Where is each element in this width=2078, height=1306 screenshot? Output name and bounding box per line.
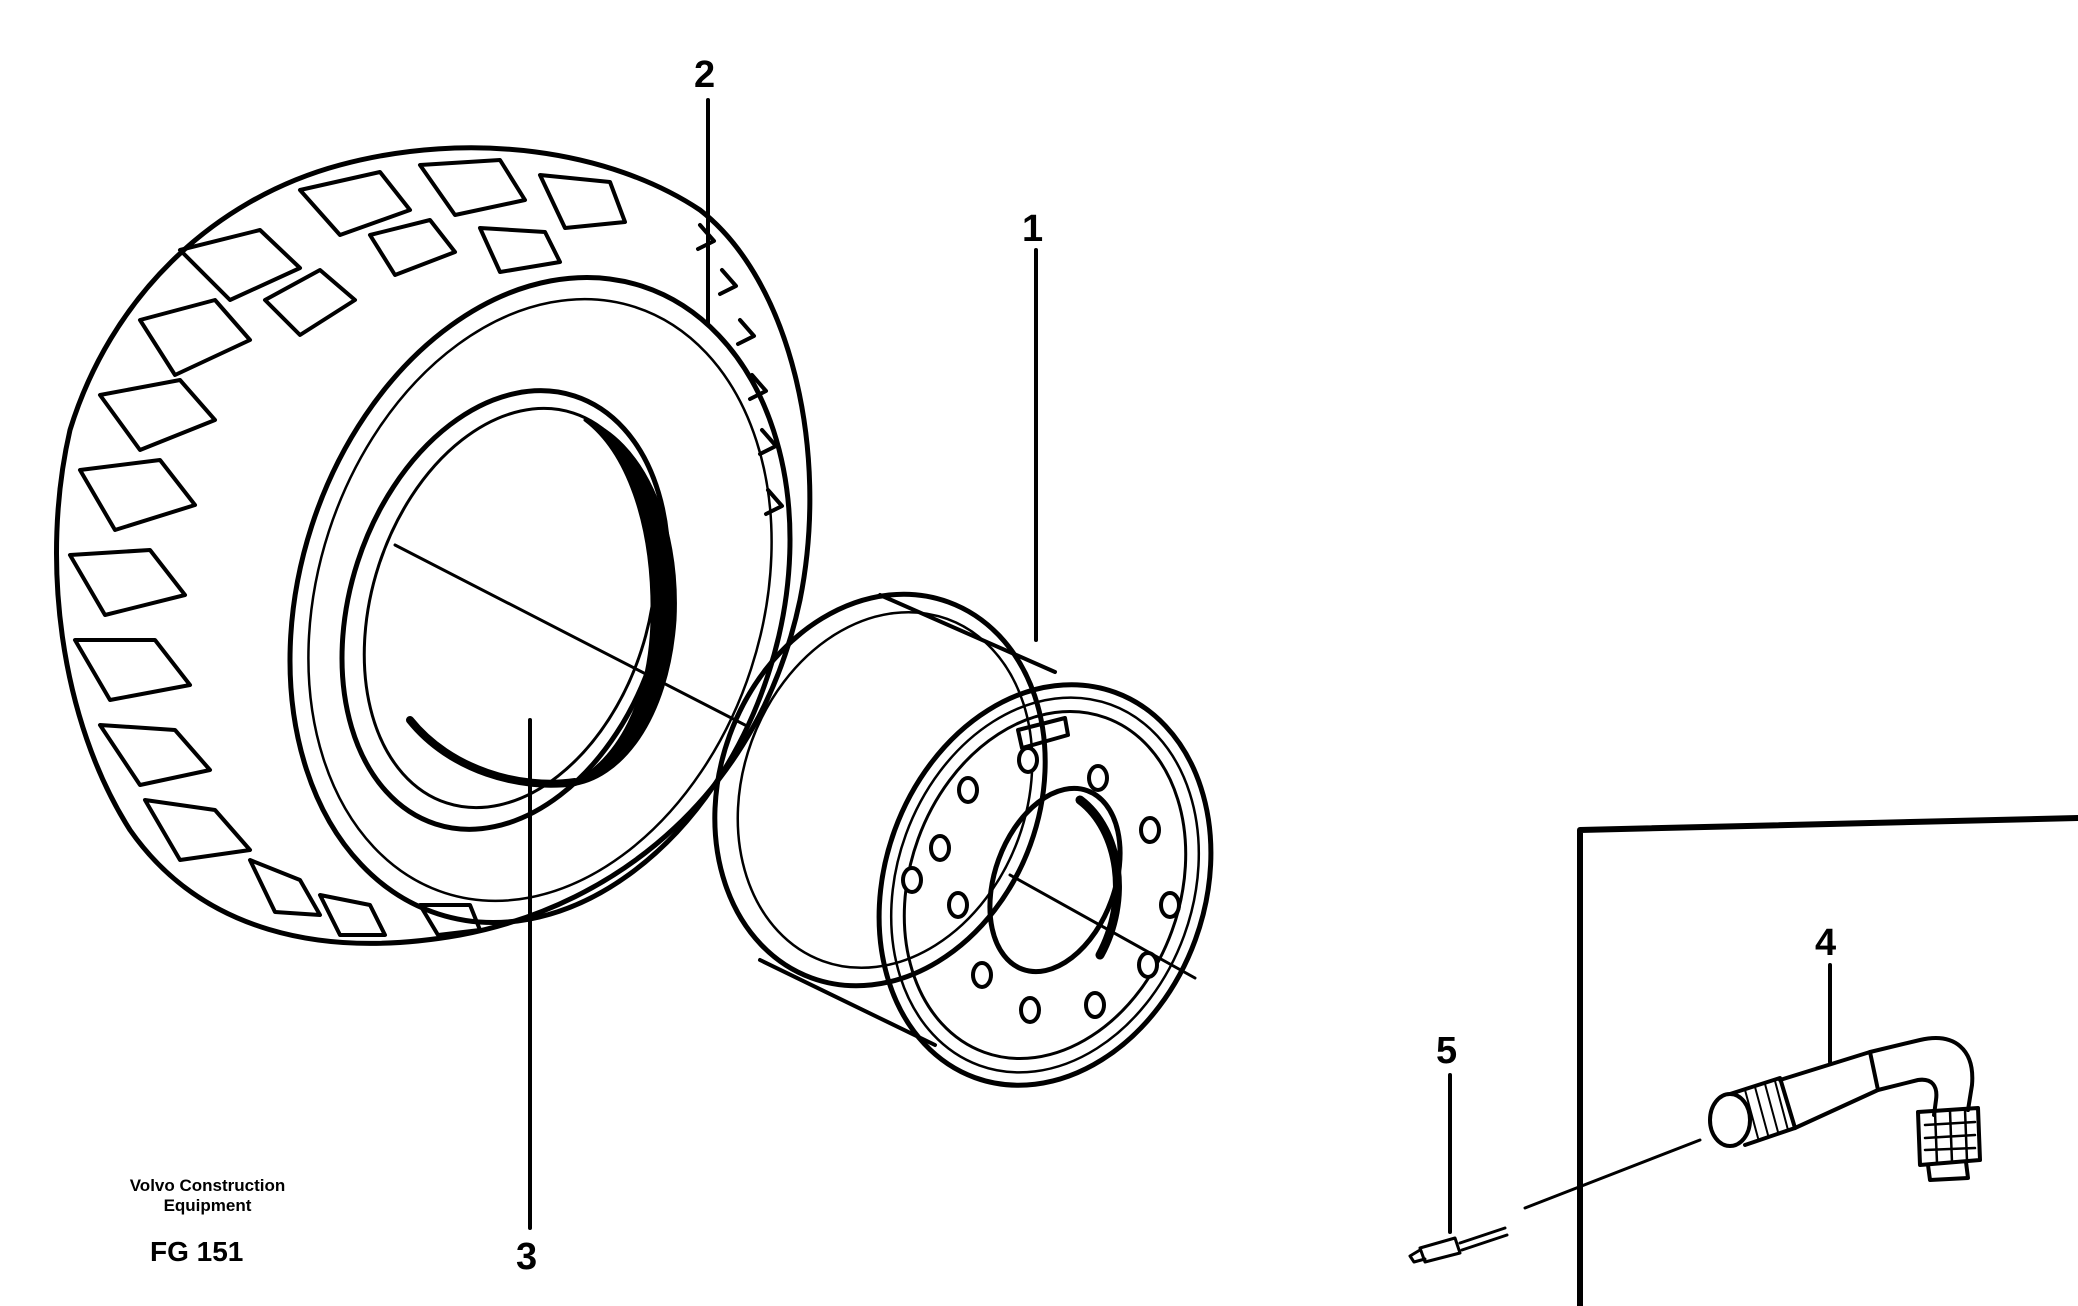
brand-line-2: Equipment	[163, 1196, 252, 1215]
inner-tube	[406, 418, 677, 788]
callout-1: 1	[1022, 208, 1044, 250]
valve-axis-line	[1523, 1138, 1702, 1210]
callout-4: 4	[1815, 922, 1837, 964]
brand-line-1: Volvo Construction	[129, 1176, 286, 1195]
callout-2: 2	[694, 54, 716, 96]
callout-3: 3	[516, 1236, 538, 1278]
callout-5: 5	[1436, 1030, 1458, 1072]
figure-code: FG 151	[150, 1236, 244, 1267]
valve-insert	[1408, 1226, 1509, 1264]
leader-lines	[528, 98, 1832, 1234]
valve	[1708, 1036, 1982, 1182]
tire	[54, 145, 813, 946]
inset-frame	[1577, 815, 2078, 1306]
assembly-axis-line	[393, 543, 1197, 980]
tire-rim	[712, 591, 1214, 1088]
brand-caption: Volvo Construction Equipment	[100, 1176, 315, 1216]
